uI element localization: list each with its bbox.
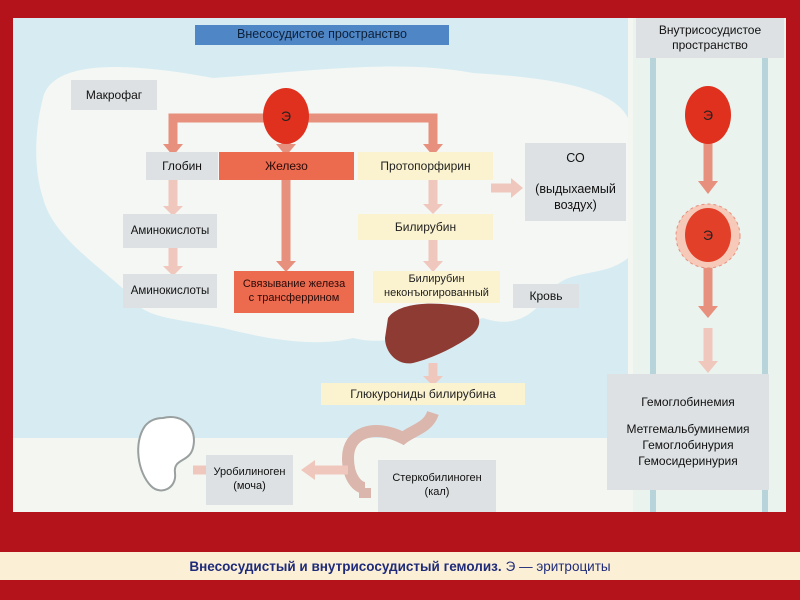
conditions-box: Гемоглобинемия Метгемальбуминемия Гемогл… [607,374,769,490]
diagram-area: Внесосудистое пространство Внутрисосудис… [13,18,786,512]
caption-title: Внесосудистый и внутрисосудистый гемолиз… [189,558,502,574]
extravascular-header: Внесосудистое пространство [195,25,449,45]
erythrocyte-macrophage: Э [263,88,309,144]
macrophage-label: Макрофаг [71,80,157,110]
intestine-shape [341,410,439,494]
arrow-to-globin [168,113,278,146]
bilirubin-unconjugated-node: Билирубин неконъюгированный [373,271,500,303]
condition-hemoglobinemia: Гемоглобинемия [641,394,735,409]
protoporphyrin-node: Протопорфирин [358,152,493,180]
stercobilinogen-node: Стеркобилиноген (кал) [378,460,496,512]
bilirubin-node: Билирубин [358,214,493,240]
condition-hemoglobinuria: Гемоглобинурия [642,438,734,452]
erythrocyte-vessel-1: Э [685,86,731,144]
iron-transferrin-node: Связывание железа с трансферрином [234,271,354,313]
condition-methemalbuminemia: Метгемальбуминемия [626,422,750,437]
intravascular-header: Внутрисосудистое пространство [636,18,784,58]
aminoacids-node-2: Аминокислоты [123,274,217,308]
erythrocyte-vessel-2: Э [685,208,731,262]
co-node: СО (выдыхаемый воздух) [525,143,626,221]
arrow-to-protoporphyrin [308,113,438,146]
aminoacids-node-1: Аминокислоты [123,214,217,248]
caption-bar: Внесосудистый и внутрисосудистый гемолиз… [0,552,800,580]
glucuronides-node: Глюкурониды билирубина [321,383,525,405]
kidney-shape [137,416,195,492]
urobilinogen-node: Уробилиноген (моча) [206,455,293,505]
iron-node: Железо [219,152,354,180]
condition-hemosiderinuria: Гемосидеринурия [638,453,738,468]
blood-node: Кровь [513,284,579,308]
globin-node: Глобин [146,152,218,180]
caption-legend: Э — эритроциты [505,558,611,574]
liver-shape [385,303,480,364]
